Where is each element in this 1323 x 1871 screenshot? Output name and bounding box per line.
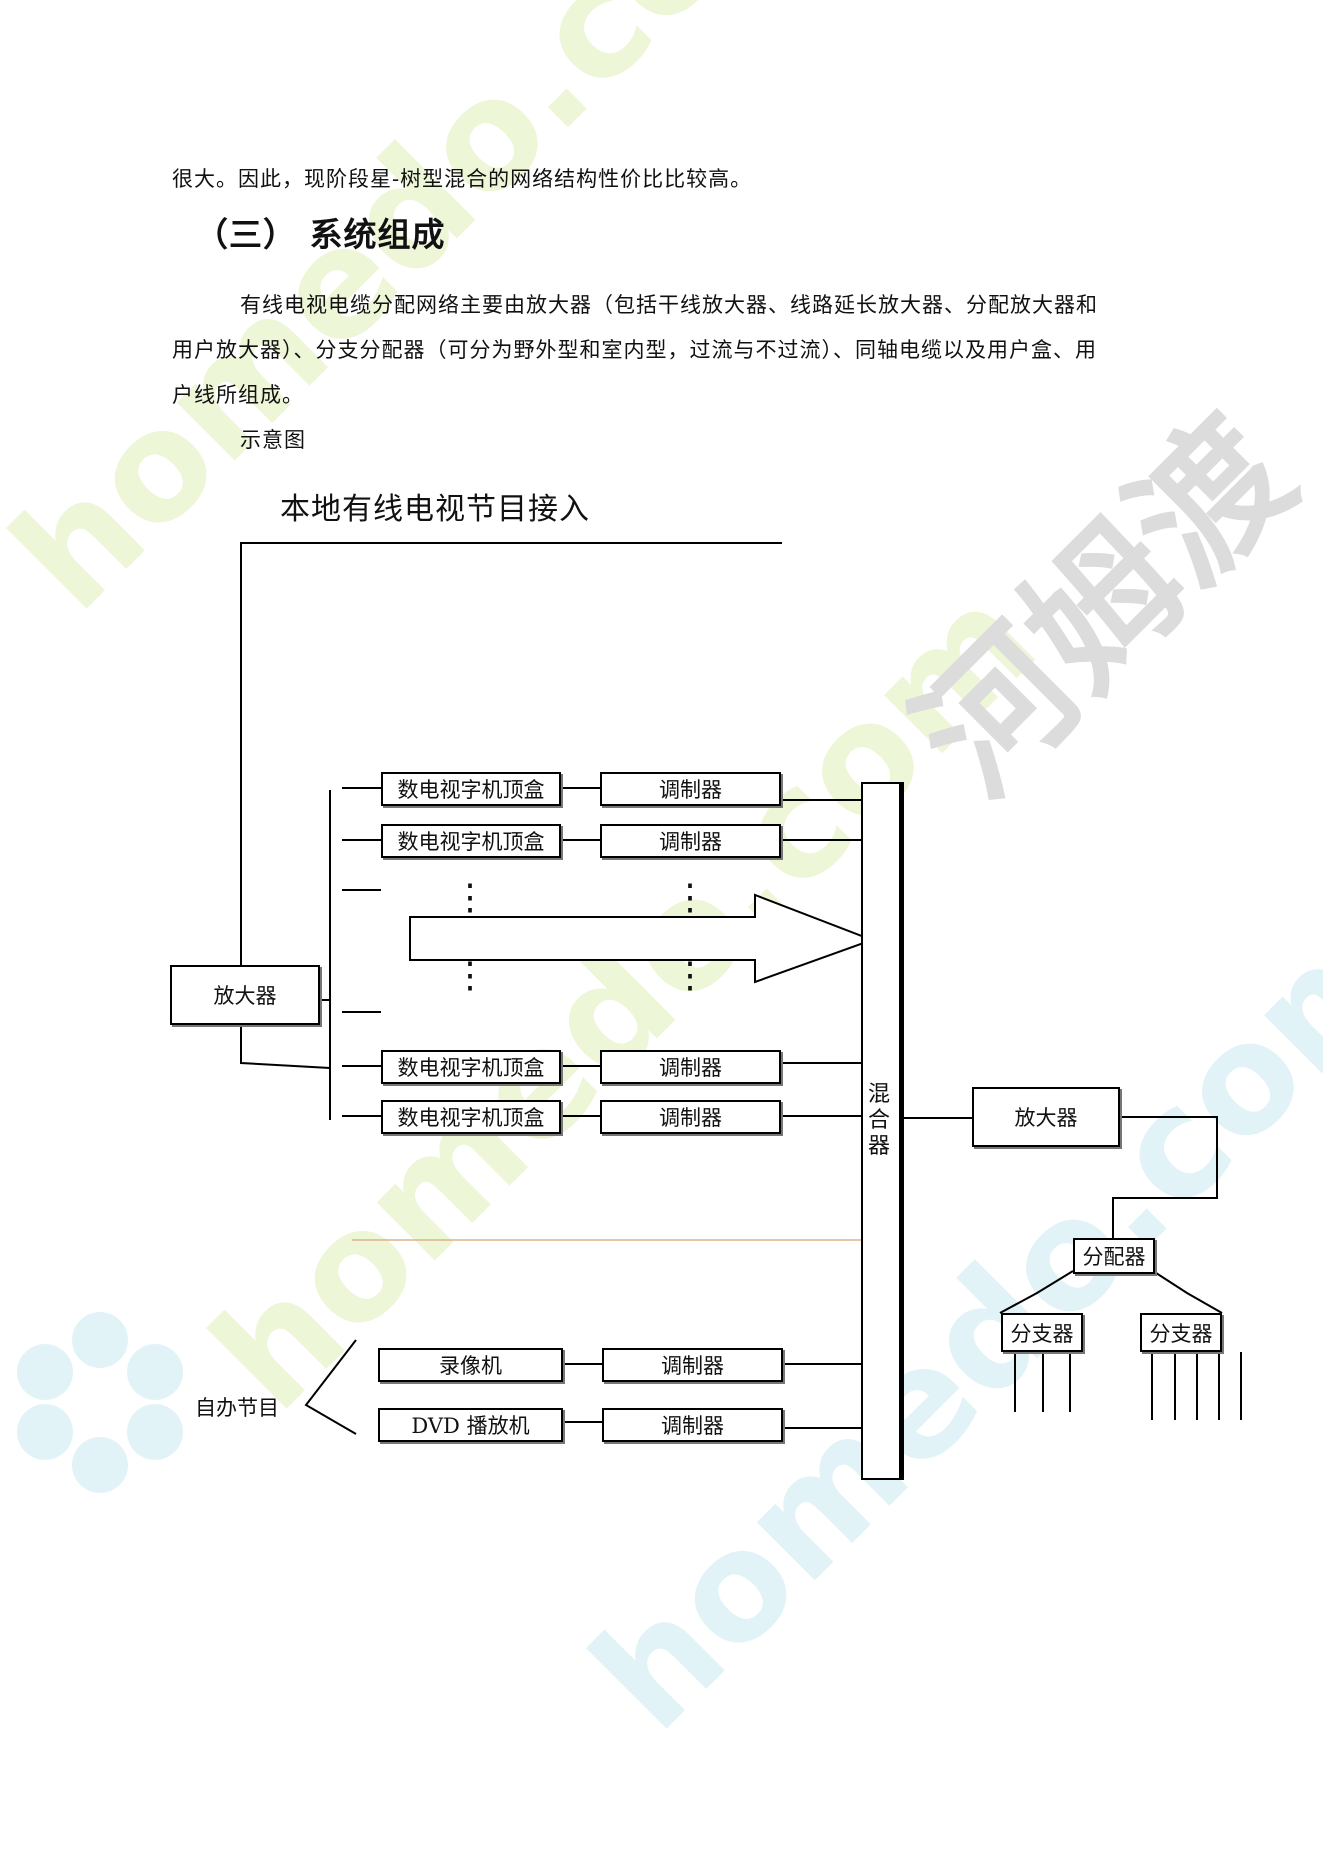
section-heading: （三） 系统组成 (195, 215, 446, 254)
mixer-label: 混合器 (867, 1082, 890, 1159)
vcr-box: 录像机 (378, 1348, 563, 1382)
modulator-1: 调制器 (600, 772, 781, 806)
watermark-flower-icon (17, 1312, 183, 1493)
vcr-label: 录像机 (439, 1354, 502, 1378)
modulator-label: 调制器 (659, 830, 722, 854)
tap-box-2: 分支器 (1140, 1313, 1222, 1352)
modulator-label: 调制器 (659, 1056, 722, 1080)
diagram-title: 本地有线电视节目接入 (280, 492, 590, 527)
tap-label: 分支器 (1149, 1321, 1213, 1346)
set-top-box-2: 数电视字机顶盒 (381, 824, 561, 858)
modulator-label: 调制器 (659, 778, 722, 802)
set-top-box-label: 数电视字机顶盒 (397, 1056, 545, 1080)
ellipsis-dots-2: ⋮ (452, 955, 488, 996)
right-amplifier-box: 放大器 (972, 1087, 1120, 1147)
paragraph-line-1: 有线电视电缆分配网络主要由放大器（包括干线放大器、线路延长放大器、分配放大器和 (240, 293, 1098, 317)
modulator-label: 调制器 (661, 1414, 724, 1438)
modulator-label: 调制器 (661, 1354, 724, 1378)
modulator-label: 调制器 (659, 1106, 722, 1130)
modulator-5: 调制器 (602, 1348, 783, 1382)
modulator-3: 调制器 (600, 1050, 781, 1084)
modulator-2: 调制器 (600, 824, 781, 858)
set-top-box-4: 数电视字机顶盒 (381, 1100, 561, 1134)
ellipsis-dots-1: ⋮ (452, 877, 488, 918)
left-amplifier-box: 放大器 (170, 965, 320, 1025)
paragraph-line-3: 户线所组成。 (172, 383, 304, 407)
caption: 示意图 (240, 428, 306, 452)
set-top-box-3: 数电视字机顶盒 (381, 1050, 561, 1084)
dvd-player-box: DVD 播放机 (378, 1408, 563, 1442)
set-top-box-label: 数电视字机顶盒 (397, 1106, 545, 1130)
set-top-box-label: 数电视字机顶盒 (397, 830, 545, 854)
paragraph-line-2: 用户放大器）、分支分配器（可分为野外型和室内型，过流与不过流）、同轴电缆以及用户… (172, 338, 1097, 362)
ellipsis-dots-4: ⋮ (672, 955, 708, 996)
tap-box-1: 分支器 (1001, 1313, 1083, 1352)
signal-arrow-icon (409, 893, 875, 984)
set-top-box-1: 数电视字机顶盒 (381, 772, 561, 806)
distributor-label: 分配器 (1082, 1245, 1146, 1269)
ellipsis-dots-3: ⋮ (672, 877, 708, 918)
text-line-1: 很大。因此，现阶段星-树型混合的网络结构性价比比较高。 (172, 167, 753, 191)
right-amplifier-label: 放大器 (1014, 1106, 1078, 1130)
tap-label: 分支器 (1010, 1321, 1074, 1346)
modulator-4: 调制器 (600, 1100, 781, 1134)
left-amplifier-label: 放大器 (213, 984, 277, 1008)
self-program-label: 自办节目 (195, 1396, 279, 1420)
set-top-box-label: 数电视字机顶盒 (397, 778, 545, 802)
modulator-6: 调制器 (602, 1408, 783, 1442)
mixer-box (861, 782, 901, 1480)
distributor-box: 分配器 (1073, 1238, 1155, 1274)
dvd-player-label: DVD 播放机 (411, 1414, 530, 1438)
